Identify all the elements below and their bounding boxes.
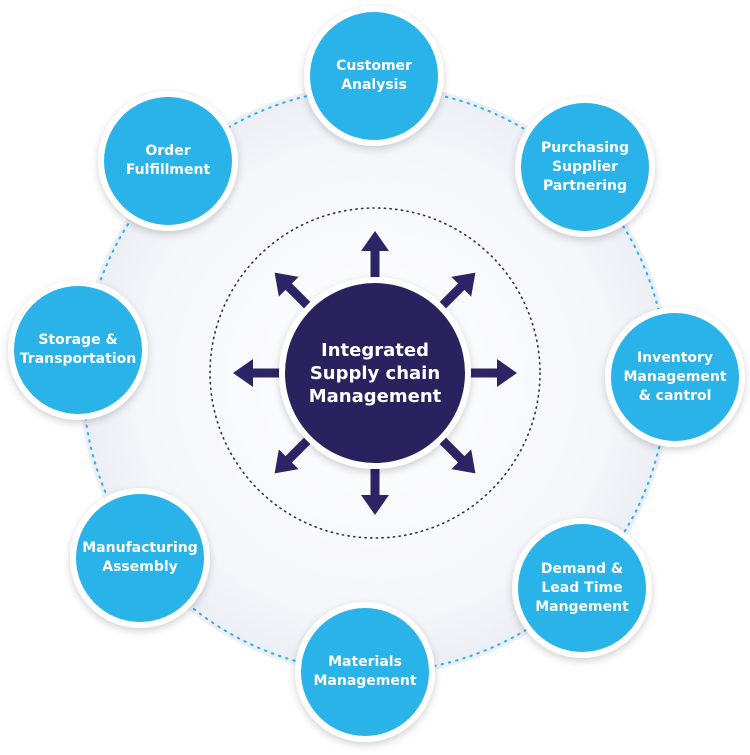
node-circle-materials [295, 602, 435, 742]
arrow-up-left-icon [274, 272, 318, 316]
hub-circle [279, 277, 471, 469]
arrow-up-right-icon [432, 272, 476, 316]
arrows-group [233, 231, 517, 515]
node-circle-manufacturing [70, 488, 210, 628]
node-circle-demand-lead-time [512, 518, 652, 658]
arrow-left-icon [233, 359, 289, 387]
arrow-down-left-icon [274, 430, 318, 474]
inner-dotted-ring [209, 207, 541, 539]
arrow-right-icon [461, 359, 517, 387]
arrow-down-icon [361, 459, 389, 515]
node-circle-purchasing [515, 97, 655, 237]
nodes-group [8, 6, 745, 742]
node-circle-inventory [605, 307, 745, 447]
node-circle-order-fulfillment [98, 91, 238, 231]
node-circle-customer-analysis [304, 6, 444, 146]
arrow-up-icon [361, 231, 389, 287]
arrow-down-right-icon [432, 430, 476, 474]
node-circle-storage-transportation [8, 280, 148, 420]
